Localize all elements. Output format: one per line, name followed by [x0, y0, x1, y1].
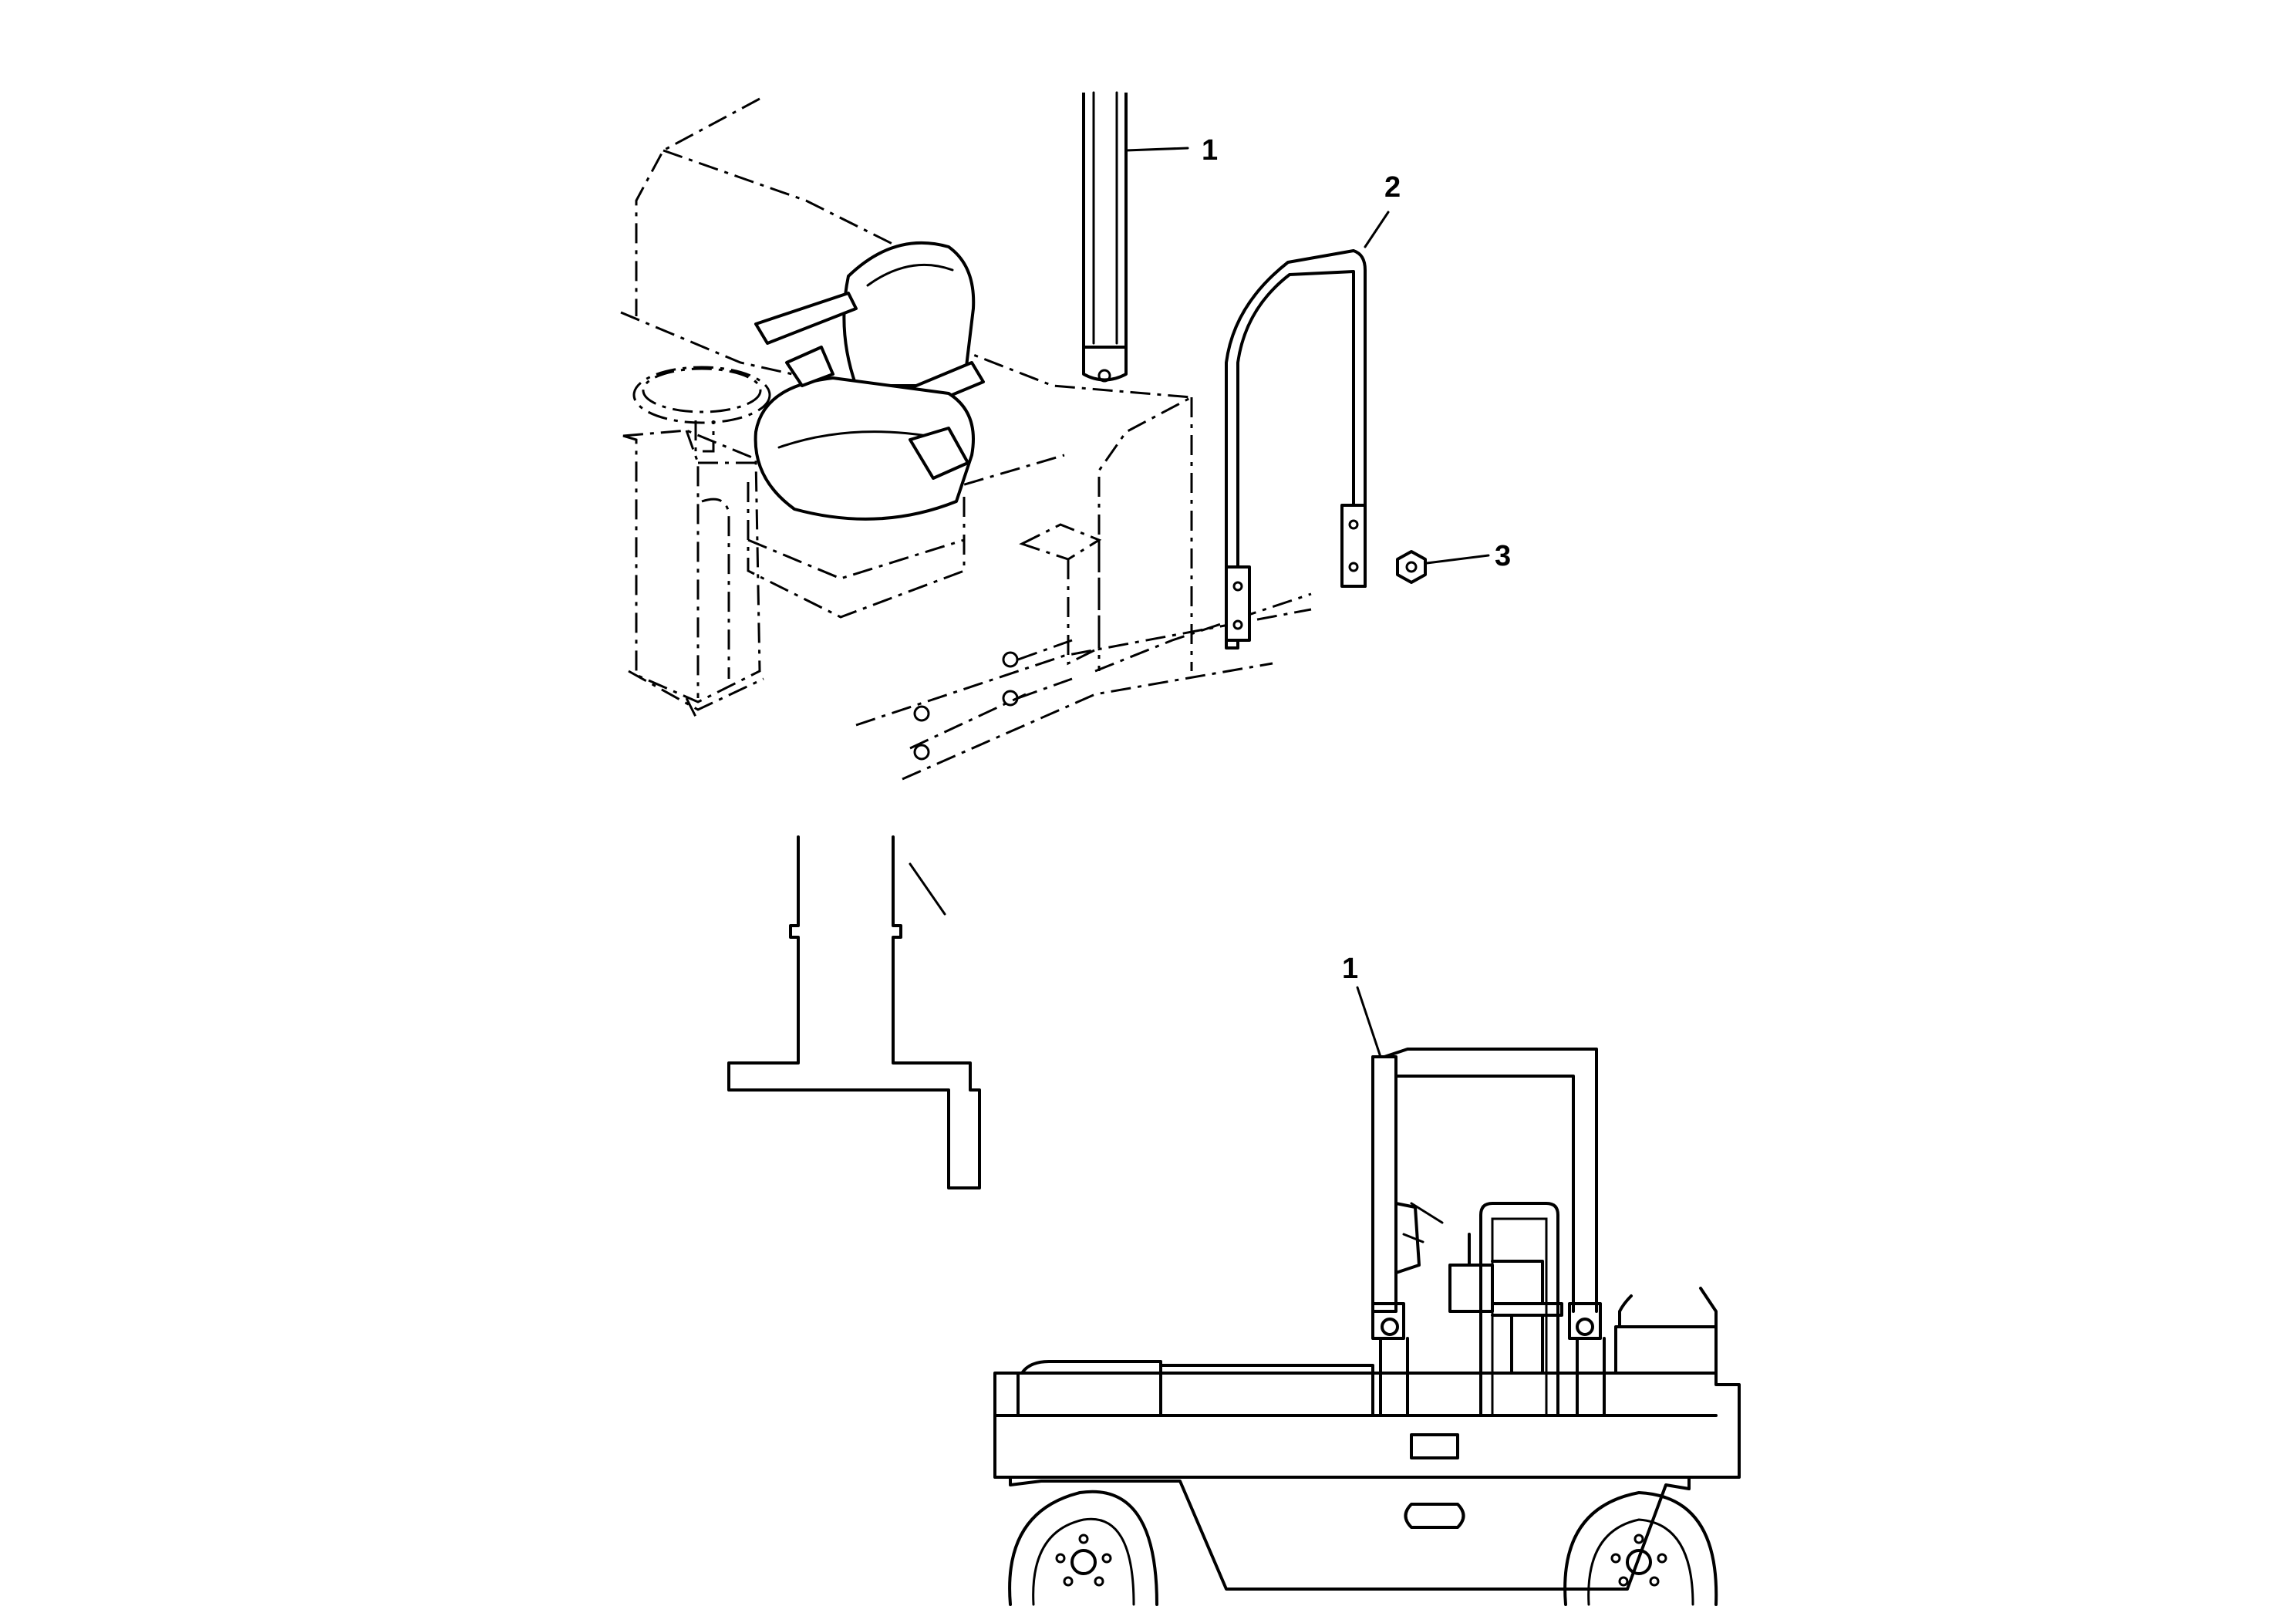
exploded-view: 1 2 3	[620, 91, 1511, 781]
mounting-bracket	[1019, 523, 1102, 666]
platform	[993, 1372, 1741, 1479]
rear-wheel	[1563, 1491, 1718, 1606]
operator-seat	[747, 241, 985, 619]
bolt-set	[913, 639, 1073, 761]
post-section-profile	[727, 835, 981, 1189]
leader-line-3	[1425, 554, 1490, 565]
part-3-nut	[1396, 550, 1427, 584]
cab-interior	[1394, 1202, 1563, 1417]
vehicle-side-view: 1	[993, 953, 1741, 1606]
chassis	[1009, 1476, 1691, 1591]
part-2-handrail-frame	[1225, 249, 1367, 650]
leader-line-side-post	[1356, 986, 1382, 1058]
callout-label: 2	[1384, 171, 1401, 204]
leader-line-2	[1364, 211, 1390, 248]
part-1-upper-post	[1082, 91, 1128, 383]
front-wheel	[1008, 1490, 1158, 1606]
leader-line-1	[1124, 147, 1189, 152]
callout-label: 1	[1342, 953, 1358, 985]
part-1-side-post	[1371, 1048, 1606, 1417]
callout-label: 1	[1202, 134, 1218, 167]
steering-pedestal	[622, 366, 771, 722]
callout-label: 3	[1495, 540, 1511, 572]
